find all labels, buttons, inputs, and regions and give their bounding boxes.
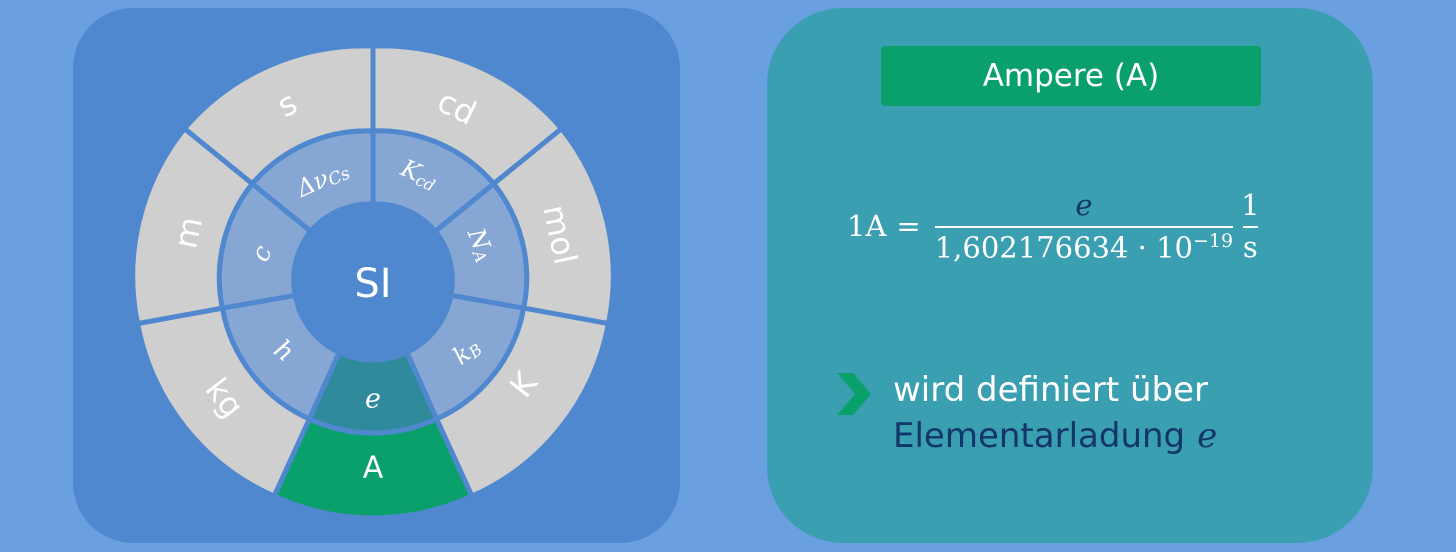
formula-denominator-base: 1,602176634 · 10: [934, 230, 1193, 265]
note-line-1: wird definiert über: [893, 370, 1208, 410]
const-segment-c[interactable]: [216, 180, 315, 311]
si-unit-wheel: SI s cd mol K A kg m ΔνCs Kcd NA kB e h …: [130, 43, 616, 521]
formula-numerator: e: [1075, 187, 1093, 222]
si-center-circle[interactable]: [297, 206, 449, 358]
definition-panel: Ampere (A) 1A = e 1,602176634 · 10−19 1 …: [767, 8, 1373, 543]
note-term: Elementarladung: [893, 416, 1186, 456]
formula-exponent: −19: [1193, 229, 1234, 252]
formula-unit-fraction: 1 s: [1241, 188, 1259, 264]
formula-lhs: 1A: [847, 209, 887, 243]
chevron-right-icon: [837, 373, 871, 415]
unit-title: Ampere (A): [982, 58, 1160, 94]
formula-equals: =: [896, 209, 921, 243]
unit-label-m: m: [166, 213, 210, 251]
const-label-kcd: Kcd: [396, 153, 443, 195]
unit-title-badge: Ampere (A): [881, 46, 1261, 106]
ampere-formula: 1A = e 1,602176634 · 10−19 1 s: [847, 176, 1264, 276]
note-line-2: Elementarladung e: [893, 416, 1217, 456]
const-label-e: e: [365, 384, 381, 415]
formula-unit-numerator: 1: [1241, 188, 1260, 222]
formula-denominator: 1,602176634 · 10−19: [934, 225, 1234, 265]
si-center-label: SI: [354, 261, 391, 307]
unit-label-A: A: [363, 451, 384, 486]
formula-unit-denominator: s: [1242, 226, 1258, 264]
note-symbol: e: [1197, 416, 1218, 456]
formula-main-fraction: e 1,602176634 · 10−19: [934, 187, 1234, 265]
si-diagram-panel: SI s cd mol K A kg m ΔνCs Kcd NA kB e h …: [73, 8, 680, 543]
